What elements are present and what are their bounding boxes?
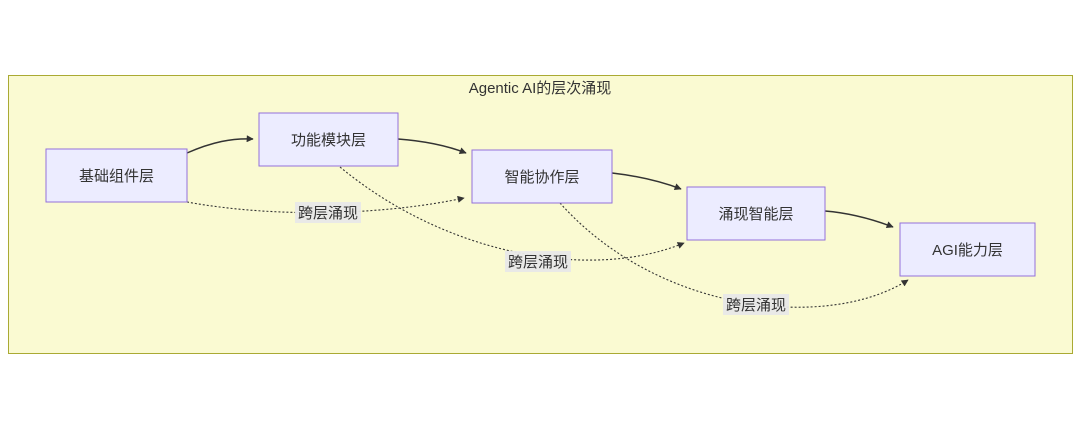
- edge-label-background: [295, 202, 361, 223]
- node-box: [45, 148, 188, 203]
- edge-label-text: 跨层涌现: [726, 297, 786, 314]
- node-box: [899, 222, 1036, 277]
- node-agi-capability: AGI能力层: [899, 222, 1036, 277]
- node-box: [471, 149, 613, 204]
- edge-label-cross-layer-2: 跨层涌现: [505, 251, 571, 272]
- edge-label-background: [505, 251, 571, 272]
- cluster-background: [8, 75, 1073, 354]
- node-label: 涌现智能层: [718, 205, 793, 223]
- node-label: AGI能力层: [932, 242, 1003, 259]
- node-base-components: 基础组件层: [45, 148, 188, 203]
- edge-label-cross-layer-1: 跨层涌现: [295, 202, 361, 223]
- edge-collaboration-to-emergent: [611, 172, 682, 191]
- diagram-title: Agentic AI的层次涌现: [469, 80, 612, 97]
- node-box: [258, 112, 399, 167]
- edge-emergent-to-agi: [824, 210, 894, 229]
- node-label: 智能协作层: [504, 168, 579, 186]
- edge-label-background: [723, 294, 789, 315]
- node-function-modules: 功能模块层: [258, 112, 399, 167]
- edge-label-cross-layer-3: 跨层涌现: [723, 294, 789, 315]
- edge-base-to-function: [186, 135, 254, 154]
- node-box: [686, 186, 826, 241]
- edge-function-to-collaboration: [397, 138, 467, 154]
- node-label: 基础组件层: [79, 168, 154, 185]
- node-emergent-intelligence: 涌现智能层: [686, 186, 826, 241]
- node-label: 功能模块层: [291, 132, 366, 149]
- edge-label-text: 跨层涌现: [508, 254, 568, 271]
- edge-cross-layer-base-to-collaboration: [186, 195, 465, 214]
- edge-label-text: 跨层涌现: [298, 205, 358, 222]
- node-intelligent-collaboration: 智能协作层: [471, 149, 613, 204]
